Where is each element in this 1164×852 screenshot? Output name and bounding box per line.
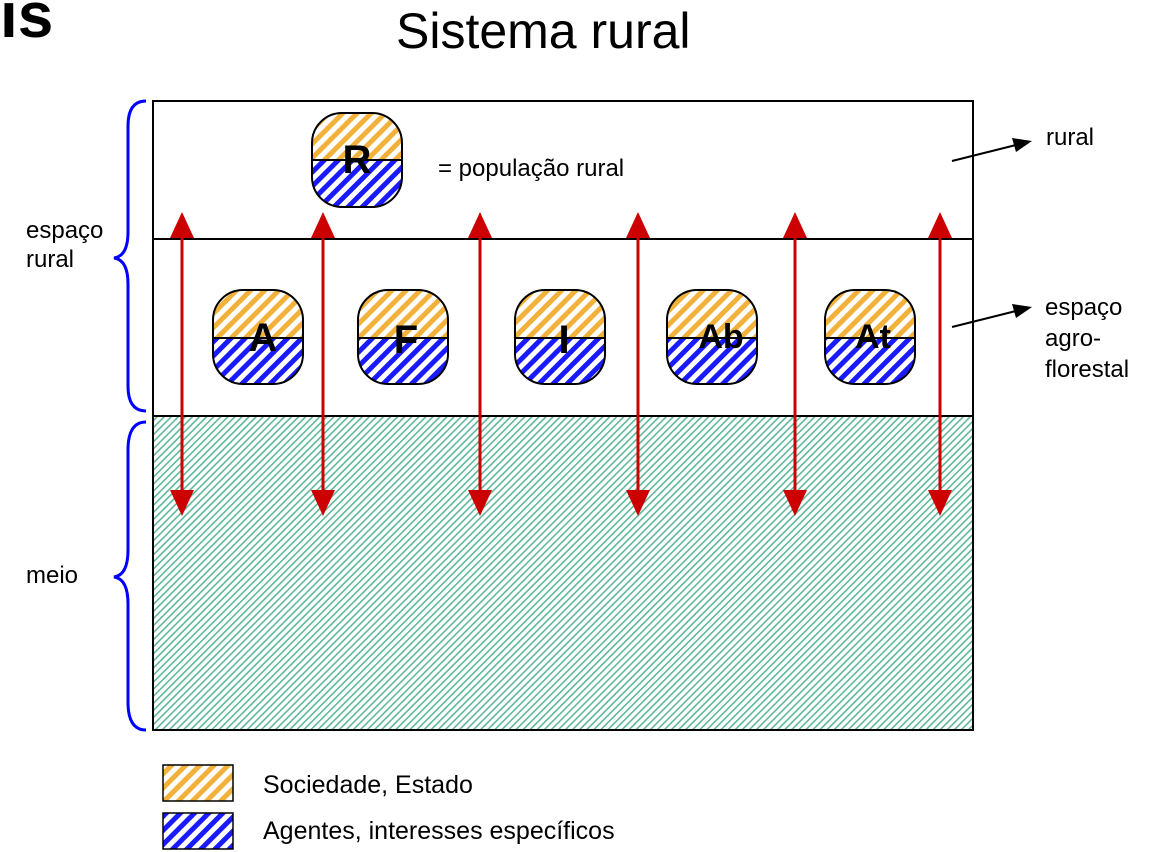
label-line: agro- bbox=[1045, 325, 1102, 352]
double-arrow bbox=[928, 212, 952, 516]
activity-letter: I bbox=[558, 318, 569, 362]
corner-text: is bbox=[0, 0, 54, 51]
activity-letter: F bbox=[394, 318, 418, 362]
activity-cylinder-ab: Ab bbox=[666, 289, 758, 385]
label-meio: meio bbox=[26, 562, 79, 589]
activity-cylinder-f: F bbox=[357, 289, 449, 385]
activity-letter: A bbox=[249, 316, 278, 360]
label-line: rural bbox=[26, 246, 75, 273]
legend-swatch-agentes bbox=[162, 812, 234, 850]
population-letter: R bbox=[343, 138, 372, 182]
activity-letter: Ab bbox=[698, 318, 743, 356]
label-espaco-rural: espaço rural bbox=[26, 216, 103, 274]
double-arrow bbox=[468, 212, 492, 516]
activity-letter: At bbox=[855, 318, 891, 356]
main-frame bbox=[152, 100, 974, 731]
brace-espaco-rural bbox=[113, 99, 147, 413]
activity-cylinder-a: A bbox=[212, 289, 304, 385]
pointer-arrow-agro bbox=[951, 304, 1032, 328]
label-rural: rural bbox=[1046, 124, 1095, 151]
label-espaco-agroflorestal: espaço agro- florestal bbox=[1045, 292, 1129, 385]
activity-cylinder-i: I bbox=[514, 289, 606, 385]
double-arrow bbox=[626, 212, 650, 516]
meio-zone bbox=[153, 416, 973, 730]
activity-cylinder-at: At bbox=[824, 289, 916, 385]
label-line: espaço bbox=[1045, 294, 1123, 321]
label-line: espaço bbox=[26, 217, 104, 244]
legend-text-sociedade: Sociedade, Estado bbox=[263, 771, 473, 799]
double-arrow bbox=[170, 212, 194, 516]
population-label: = população rural bbox=[438, 155, 624, 182]
legend-swatch-sociedade bbox=[162, 764, 234, 802]
interaction-arrows bbox=[170, 212, 952, 516]
page-title: Sistema rural bbox=[396, 3, 691, 59]
population-cylinder: R bbox=[311, 112, 403, 208]
legend-text-agentes: Agentes, interesses específicos bbox=[263, 817, 615, 845]
brace-meio bbox=[113, 420, 147, 732]
double-arrow bbox=[311, 212, 335, 516]
label-line: florestal bbox=[1045, 356, 1130, 383]
double-arrow bbox=[783, 212, 807, 516]
pointer-arrow-rural bbox=[951, 138, 1032, 162]
